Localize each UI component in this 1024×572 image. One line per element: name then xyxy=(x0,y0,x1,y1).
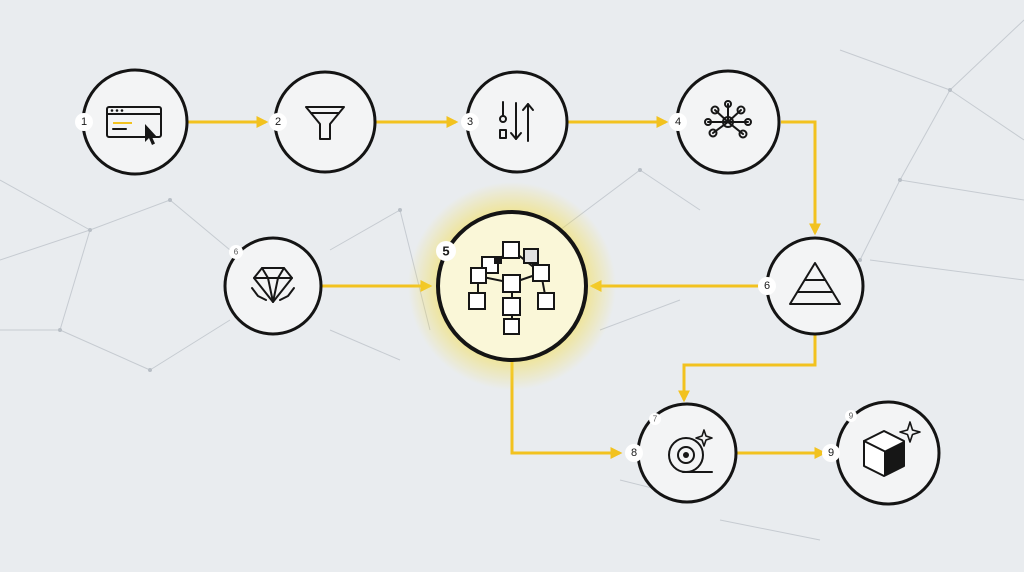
edge-n6b-n8 xyxy=(678,334,817,403)
node-6-pyramid-badge: 6 xyxy=(764,280,770,292)
node-5[interactable]: 5 xyxy=(436,210,588,362)
node-8-badge: 8 xyxy=(631,447,637,459)
cube-network-icon xyxy=(468,241,555,335)
node-4-badge: 4 xyxy=(675,116,681,128)
node-5-badge: 5 xyxy=(442,244,449,259)
node-9-badge: 9 xyxy=(828,447,834,459)
edge-n4-n6b xyxy=(781,120,821,236)
node-1[interactable]: 1 xyxy=(75,68,189,176)
node-8[interactable]: 8 7 xyxy=(625,402,738,504)
browser-cursor-icon xyxy=(106,106,162,145)
node-9-secondary-badge: 9 xyxy=(849,412,854,421)
node-2[interactable]: 2 xyxy=(269,70,377,174)
node-9[interactable]: 9 9 xyxy=(822,400,941,506)
node-8-secondary-badge: 7 xyxy=(653,415,658,424)
pyramid-icon xyxy=(789,262,841,305)
node-6-gem-badge: 6 xyxy=(234,248,239,257)
sort-arrows-icon xyxy=(499,101,534,142)
node-1-badge: 1 xyxy=(81,116,87,128)
node-4[interactable]: 4 xyxy=(669,69,781,175)
disc-sparkle-icon xyxy=(668,429,713,473)
connectors xyxy=(188,116,827,459)
network-cluster-icon xyxy=(704,100,752,139)
node-2-badge: 2 xyxy=(275,116,281,128)
node-6-gem[interactable]: 6 xyxy=(223,236,323,336)
edge-n5-n8 xyxy=(510,362,623,459)
node-3[interactable]: 3 xyxy=(461,70,569,174)
gem-icon xyxy=(251,267,295,303)
node-6-pyramid[interactable]: 6 xyxy=(758,236,865,336)
cube-sparkle-icon xyxy=(863,421,921,477)
funnel-icon xyxy=(305,106,345,140)
node-3-badge: 3 xyxy=(467,116,473,128)
